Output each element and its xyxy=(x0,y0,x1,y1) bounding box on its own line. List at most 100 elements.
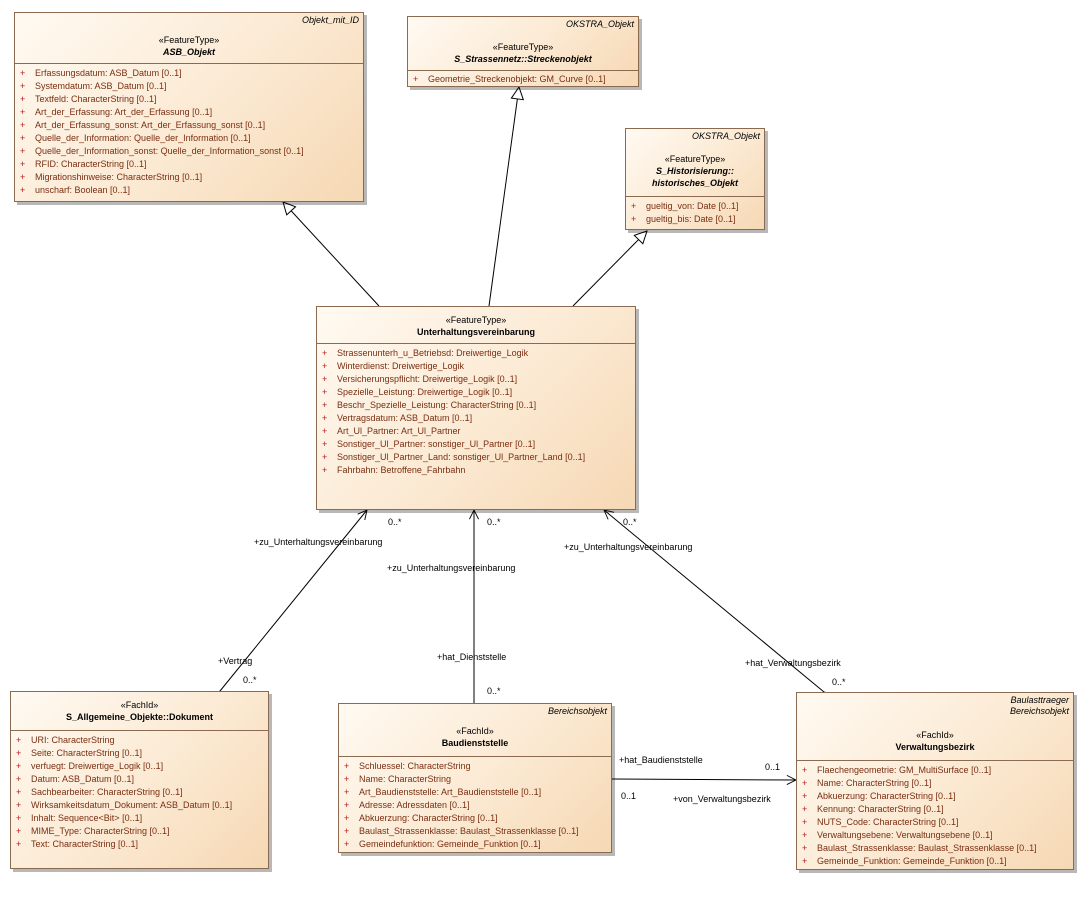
attribute-row[interactable]: + Quelle_der_Information: Quelle_der_Info… xyxy=(15,132,363,145)
attribute-row[interactable]: +gueltig_von: Date [0..1] xyxy=(626,200,764,213)
generalization-historisches-objekt[interactable] xyxy=(572,231,647,307)
attribute-text: Versicherungspflicht: Dreiwertige_Logik … xyxy=(337,374,518,384)
attribute-row[interactable]: +Sachbearbeiter: CharacterString [0..1] xyxy=(11,786,268,799)
attribute-row[interactable]: +Spezielle_Leistung: Dreiwertige_Logik [… xyxy=(317,386,635,399)
class-header: «FeatureType» Unterhaltungsvereinbarung xyxy=(317,307,635,344)
attribute-row[interactable]: +Winterdienst: Dreiwertige_Logik xyxy=(317,360,635,373)
attribute-row[interactable]: +Baulast_Strassenklasse: Baulast_Strasse… xyxy=(339,825,611,838)
attribute-row[interactable]: +MIME_Type: CharacterString [0..1] xyxy=(11,825,268,838)
attribute-row[interactable]: +Flaechengeometrie: GM_MultiSurface [0..… xyxy=(797,764,1073,777)
attribute-row[interactable]: +Migrationshinweise: CharacterString [0.… xyxy=(15,171,363,184)
class-name: S_Allgemeine_Objekte::Dokument xyxy=(65,712,214,722)
attribute-row[interactable]: +URI: CharacterString xyxy=(11,734,268,747)
multiplicity-label: 0..* xyxy=(487,686,501,696)
attribute-row[interactable]: +unscharf: Boolean [0..1] xyxy=(15,184,363,197)
attribute-row[interactable]: +Name: CharacterString xyxy=(339,773,611,786)
multiplicity-label: 0..1 xyxy=(765,762,781,772)
attribute-row[interactable]: + Versicherungspflicht: Dreiwertige_Logik… xyxy=(317,373,635,386)
attribute-text: Name: CharacterString xyxy=(359,774,452,784)
association-verwaltungsbezirk[interactable] xyxy=(604,510,824,692)
attribute-list: +URI: CharacterString+Seite: CharacterSt… xyxy=(11,731,268,851)
attribute-row[interactable]: +Erfassungsdatum: ASB_Datum [0..1] xyxy=(15,67,363,80)
class-streckenobjekt[interactable]: OKSTRA_Objekt «FeatureType» S_Strassenne… xyxy=(407,16,639,87)
attribute-row[interactable]: +Name: CharacterString [0..1] xyxy=(797,777,1073,790)
visibility-marker: + xyxy=(344,813,350,823)
visibility-marker: + xyxy=(344,839,350,849)
class-verwaltungsbezirk[interactable]: Baulasttraeger Bereichsobjekt «FachId» V… xyxy=(796,692,1074,870)
attribute-row[interactable]: +NUTS_Code: CharacterString [0..1] xyxy=(797,816,1073,829)
class-baudienststelle[interactable]: Bereichsobjekt «FachId» Baudienststelle … xyxy=(338,703,612,853)
visibility-marker: + xyxy=(20,133,26,143)
attribute-row[interactable]: +Systemdatum: ASB_Datum [0..1] xyxy=(15,80,363,93)
attribute-text: RFID: CharacterString [0..1] xyxy=(35,159,147,169)
attribute-row[interactable]: +Geometrie_Streckenobjekt: GM_Curve [0..… xyxy=(408,73,638,86)
attribute-row[interactable]: +Gemeinde_Funktion: Gemeinde_Funktion [0… xyxy=(797,855,1073,868)
association-vertrag[interactable] xyxy=(220,510,367,691)
attribute-row[interactable]: +RFID: CharacterString [0..1] xyxy=(15,158,363,171)
generalization-asb-objekt[interactable] xyxy=(283,202,380,307)
attribute-row[interactable]: +Baulast_Strassenklasse: Baulast_Strasse… xyxy=(797,842,1073,855)
multiplicity-label: 0..* xyxy=(243,675,257,685)
visibility-marker: + xyxy=(20,172,26,182)
attribute-row[interactable]: +verfuegt: Dreiwertige_Logik [0..1] xyxy=(11,760,268,773)
attribute-row[interactable]: +Fahrbahn: Betroffene_Fahrbahn xyxy=(317,464,635,477)
multiplicity-label: 0..* xyxy=(623,517,637,527)
attribute-row[interactable]: +Adresse: Adressdaten [0..1] xyxy=(339,799,611,812)
visibility-marker: + xyxy=(20,94,26,104)
attribute-text: gueltig_von: Date [0..1] xyxy=(646,201,739,211)
attribute-row[interactable]: +Inhalt: Sequence<Bit> [0..1] xyxy=(11,812,268,825)
attribute-text: Adresse: Adressdaten [0..1] xyxy=(359,800,470,810)
attribute-row[interactable]: +Strassenunterh_u_Betriebsd: Dreiwertige… xyxy=(317,347,635,360)
attribute-text: Abkuerzung: CharacterString [0..1] xyxy=(359,813,498,823)
attribute-row[interactable]: +Art_der_Erfassung_sonst: Art_der_Erfass… xyxy=(15,119,363,132)
attribute-text: Baulast_Strassenklasse: Baulast_Strassen… xyxy=(817,843,1037,853)
attribute-row[interactable]: +Quelle_der_Information_sonst: Quelle_de… xyxy=(15,145,363,158)
attribute-row[interactable]: + Abkuerzung: CharacterString [0..1] xyxy=(339,812,611,825)
attribute-text: Strassenunterh_u_Betriebsd: Dreiwertige_… xyxy=(337,348,529,358)
attribute-list: +gueltig_von: Date [0..1]+gueltig_bis: D… xyxy=(626,197,764,226)
attribute-text: Art_Baudienststelle: Art_Baudienststelle… xyxy=(359,787,542,797)
visibility-marker: + xyxy=(20,185,26,195)
attribute-row[interactable]: + Text: CharacterString [0..1] xyxy=(11,838,268,851)
attribute-text: Datum: ASB_Datum [0..1] xyxy=(31,774,135,784)
visibility-marker: + xyxy=(322,374,328,384)
attribute-text: Text: CharacterString [0..1] xyxy=(31,839,139,849)
visibility-marker: + xyxy=(16,839,22,849)
attribute-row[interactable]: +Sonstiger_Ul_Partner_Land: sonstiger_Ul… xyxy=(317,451,635,464)
attribute-list: +Flaechengeometrie: GM_MultiSurface [0..… xyxy=(797,761,1073,868)
attribute-row[interactable]: +Textfeld: CharacterString [0..1] xyxy=(15,93,363,106)
visibility-marker: + xyxy=(20,81,26,91)
attribute-row[interactable]: +Kennung: CharacterString [0..1] xyxy=(797,803,1073,816)
attribute-text: Sonstiger_Ul_Partner: sonstiger_Ul_Partn… xyxy=(337,439,536,449)
visibility-marker: + xyxy=(322,426,328,436)
role-label: +zu_Unterhaltungsvereinbarung xyxy=(564,542,693,552)
attribute-row[interactable]: +Seite: CharacterString [0..1] xyxy=(11,747,268,760)
attribute-row[interactable]: +gueltig_bis: Date [0..1] xyxy=(626,213,764,226)
class-asb-objekt[interactable]: Objekt_mit_ID «FeatureType» ASB_Objekt +… xyxy=(14,12,364,202)
attribute-row[interactable]: +Art_der_Erfassung: Art_der_Erfassung [0… xyxy=(15,106,363,119)
attribute-row[interactable]: +Datum: ASB_Datum [0..1] xyxy=(11,773,268,786)
attribute-row[interactable]: + Sonstiger_Ul_Partner: sonstiger_Ul_Part… xyxy=(317,438,635,451)
attribute-row[interactable]: +Wirksamkeitsdatum_Dokument: ASB_Datum [… xyxy=(11,799,268,812)
attribute-row[interactable]: +Schluessel: CharacterString xyxy=(339,760,611,773)
attribute-row[interactable]: +Verwaltungsebene: Verwaltungsebene [0..… xyxy=(797,829,1073,842)
class-historisches-objekt[interactable]: OKSTRA_Objekt «FeatureType» S_Historisie… xyxy=(625,128,765,230)
attribute-row[interactable]: +Art_Baudienststelle: Art_Baudienststell… xyxy=(339,786,611,799)
attribute-row[interactable]: +Beschr_Spezielle_Leistung: CharacterStr… xyxy=(317,399,635,412)
generalization-streckenobjekt[interactable] xyxy=(488,87,519,307)
class-dokument[interactable]: «FachId» S_Allgemeine_Objekte::Dokument … xyxy=(10,691,269,869)
attribute-text: Quelle_der_Information: Quelle_der_Infor… xyxy=(35,133,251,143)
attribute-row[interactable]: +Vertragsdatum: ASB_Datum [0..1] xyxy=(317,412,635,425)
visibility-marker: + xyxy=(322,465,328,475)
attribute-row[interactable]: +Art_Ul_Partner: Art_Ul_Partner xyxy=(317,425,635,438)
class-unterhaltungsvereinbarung[interactable]: «FeatureType» Unterhaltungsvereinbarung … xyxy=(316,306,636,510)
attribute-list: + Strassenunterh_u_Betriebsd: Dreiwertige… xyxy=(317,344,635,477)
association-baudienststelle-verwaltungsbezirk[interactable] xyxy=(612,779,796,780)
visibility-marker: + xyxy=(322,439,328,449)
attribute-row[interactable]: +Abkuerzung: CharacterString [0..1] xyxy=(797,790,1073,803)
visibility-marker: + xyxy=(16,761,22,771)
visibility-marker: + xyxy=(16,787,22,797)
attribute-text: Gemeindefunktion: Gemeinde_Funktion [0..… xyxy=(359,839,541,849)
class-tag: Objekt_mit_ID xyxy=(301,15,359,25)
attribute-row[interactable]: + Gemeindefunktion: Gemeinde_Funktion [0.… xyxy=(339,838,611,851)
